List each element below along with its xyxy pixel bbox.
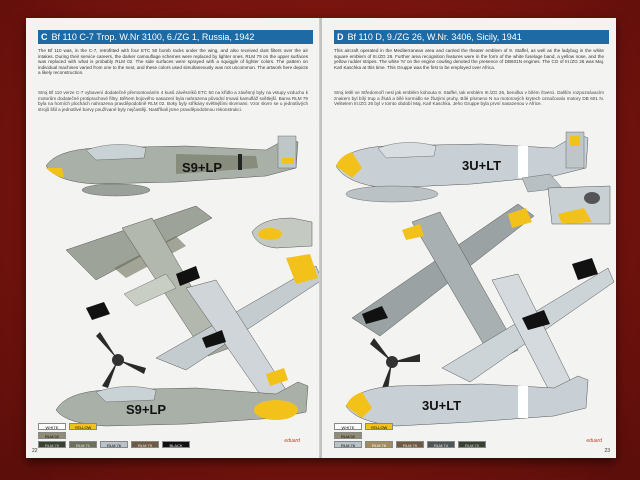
right-color-swatches: WHITE YELLOW RLM 02 RLM 76 RLM 78 RLM 79… xyxy=(334,421,544,448)
left-top-fuselage-code: S9+LP xyxy=(182,160,222,175)
left-profile-title: Bf 110 C-7 Trop. W.Nr 3100, 6./ZG 1, Rus… xyxy=(51,32,255,42)
swatch-rlm71: RLM 71 xyxy=(69,441,97,448)
side-view-bottom: 3U+LT xyxy=(345,375,589,427)
left-profile-letter: C xyxy=(41,32,48,42)
lower-planform xyxy=(155,254,320,401)
swatch-rlm79: RLM 79 xyxy=(396,441,424,448)
left-brand-logo: eduard xyxy=(284,438,300,444)
left-text-czech: Stroj Bf 110 verze C-7 vybavení dodatečn… xyxy=(38,90,308,112)
swatch-rlm02: RLM 02 xyxy=(38,432,66,439)
swatch-white: WHITE xyxy=(334,423,362,430)
side-view-top: 3U+LT xyxy=(335,131,589,203)
propeller-drawing xyxy=(96,332,146,388)
side-view-top: S9+LP xyxy=(45,135,299,197)
right-brand-logo: eduard xyxy=(586,438,602,444)
swatch-white: WHITE xyxy=(38,423,66,430)
lower-planform xyxy=(441,258,615,405)
swatch-yellow: YELLOW xyxy=(365,423,393,430)
swatch-rlm78: RLM 78 xyxy=(365,441,393,448)
swatch-yellow: YELLOW xyxy=(69,423,97,430)
swatch-rlm70: RLM 70 xyxy=(458,441,486,448)
right-profile-drawings: 3U+LT xyxy=(335,131,615,427)
swatch-rlm02: RLM 02 xyxy=(334,432,362,439)
left-color-swatches: WHITE YELLOW RLM 02 RLM 70 RLM 71 RLM 76… xyxy=(38,421,248,448)
right-page-number: 23 xyxy=(604,448,610,454)
right-top-fuselage-code: 3U+LT xyxy=(462,158,501,173)
side-view-bottom: S9+LP xyxy=(55,381,309,427)
swatch-rlm74: RLM 74 xyxy=(427,441,455,448)
swatch-black: BLACK xyxy=(162,441,190,448)
booklet-spine xyxy=(319,18,323,458)
swatch-rlm70: RLM 70 xyxy=(38,441,66,448)
swatch-rlm76: RLM 76 xyxy=(100,441,128,448)
right-text-czech: Stroj letěl ve Středomoří nesl jak emblé… xyxy=(334,90,604,107)
upper-planform xyxy=(65,205,231,357)
right-profile-title: Bf 110 D, 9./ZG 26, W.Nr. 3406, Sicily, … xyxy=(347,32,522,42)
right-profile-letter: D xyxy=(337,32,344,42)
swatch-rlm79: RLM 79 xyxy=(131,441,159,448)
nose-detail xyxy=(251,217,313,249)
propeller-drawing xyxy=(370,338,420,390)
upper-planform xyxy=(351,203,535,363)
left-text-english: The Bf 110 was, in the C-7, retrofitted … xyxy=(38,48,308,76)
right-text-english: This aircraft operated in the Mediterran… xyxy=(334,48,604,70)
nose-detail xyxy=(547,185,611,225)
right-bottom-fuselage-code: 3U+LT xyxy=(422,398,461,413)
left-page-number: 22 xyxy=(32,448,38,454)
swatch-rlm76: RLM 76 xyxy=(334,441,362,448)
left-profile-drawings: S9+LP xyxy=(45,135,320,427)
left-bottom-fuselage-code: S9+LP xyxy=(126,402,166,417)
